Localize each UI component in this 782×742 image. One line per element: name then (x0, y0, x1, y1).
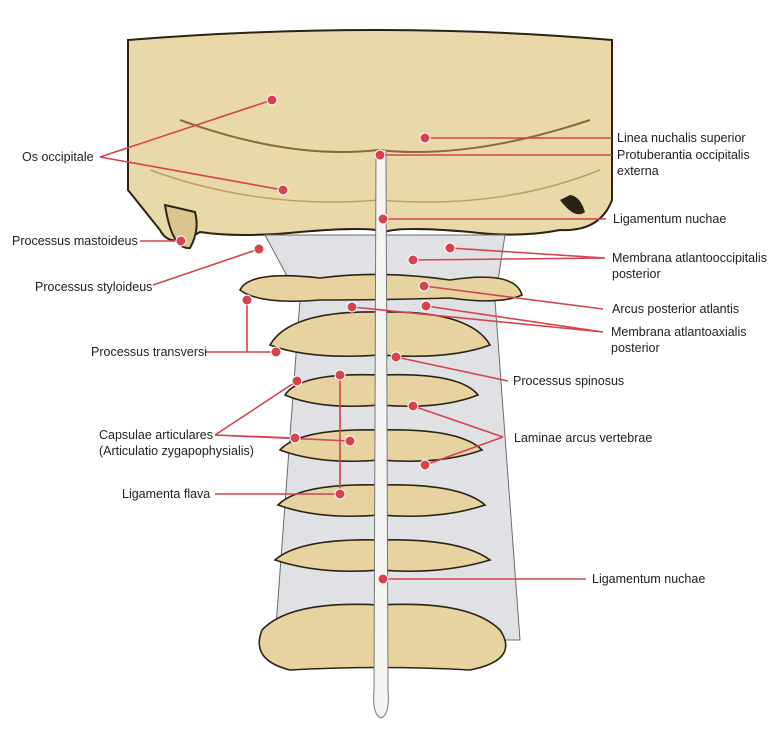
label-processus-transversi: Processus transversi (91, 345, 208, 359)
label-os-occipitale: Os occipitale (22, 150, 94, 164)
label-arcus-posterior: Arcus posterior atlantis (612, 302, 740, 316)
vertebrae (238, 273, 523, 671)
label-laminae-arcus: Laminae arcus vertebrae (514, 431, 653, 445)
label-membrana-ao-line2: posterior (612, 267, 661, 281)
label-protuberantia-line1: Protuberantia occipitalis (617, 148, 750, 162)
occipital-bone (127, 29, 613, 242)
label-capsulae-line2: (Articulatio zygapophysialis) (99, 444, 254, 458)
leader-dots (175, 94, 456, 585)
label-ligamentum-nuchae-upper: Ligamentum nuchae (613, 212, 727, 226)
ligamentum-nuchae-strip (373, 149, 389, 719)
label-membrana-ao-line1: Membrana atlantooccipitalis (612, 251, 767, 265)
label-membrana-aa-line1: Membrana atlantoaxialis (611, 325, 747, 339)
label-capsulae-line1: Capsulae articulares (99, 428, 213, 442)
mastoid-process (163, 203, 198, 250)
label-linea-nuchalis-superior: Linea nuchalis superior (617, 131, 746, 145)
label-membrana-aa-line2: posterior (611, 341, 660, 355)
label-ligamenta-flava: Ligamenta flava (122, 487, 211, 501)
leader-lines (99, 99, 612, 580)
label-processus-styloideus: Processus styloideus (35, 280, 153, 294)
label-ligamentum-nuchae-lower: Ligamentum nuchae (592, 572, 706, 586)
label-processus-mastoideus: Processus mastoideus (12, 234, 138, 248)
label-processus-spinosus: Processus spinosus (513, 374, 625, 388)
label-protuberantia-line2: externa (617, 164, 659, 178)
